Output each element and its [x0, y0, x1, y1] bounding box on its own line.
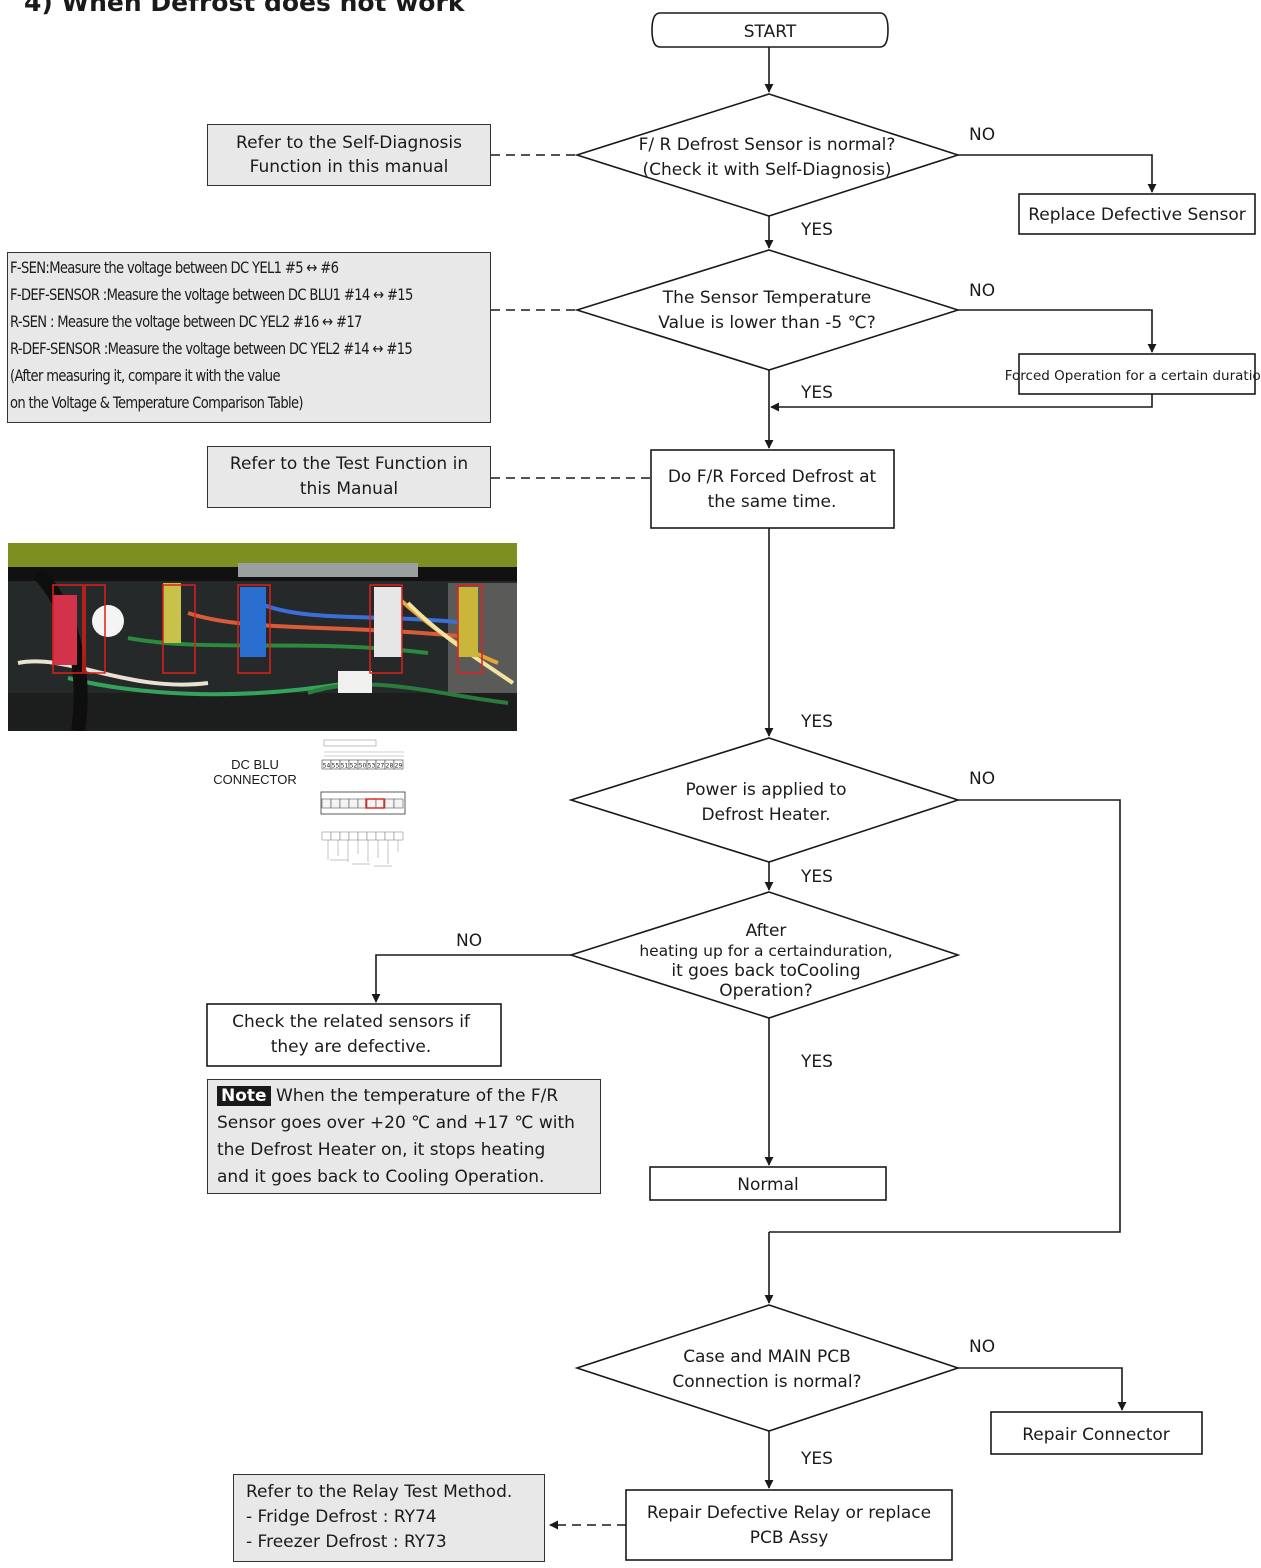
yes-label: YES	[800, 1449, 833, 1469]
connector-bottom-row	[321, 831, 404, 841]
process-repair-relay	[625, 1489, 953, 1561]
connector-pin	[384, 798, 395, 809]
voltage-measurement-note: F-SEN:Measure the voltage between DC YEL…	[7, 252, 491, 423]
d3-line1: Power is applied to	[686, 780, 847, 800]
connector-pin	[375, 831, 386, 841]
relay-line1: Repair Defective Relay or replace	[647, 1503, 931, 1523]
connector-pin-number: 27	[377, 763, 385, 770]
connector-middle-row	[320, 791, 406, 815]
yes-label: YES	[800, 220, 833, 240]
forced-op-label: Forced Operation for a certain duration	[1005, 368, 1261, 384]
defrost-note: Note When the temperature of the F/R Sen…	[207, 1079, 601, 1194]
connector-label: DC BLU CONNECTOR	[213, 757, 297, 787]
d5-line2: Connection is normal?	[672, 1372, 861, 1392]
connector-pin	[339, 831, 350, 841]
d1-line1: F/ R Defrost Sensor is normal?	[639, 135, 896, 155]
connector-pin	[321, 798, 332, 809]
note-tag: Note	[217, 1086, 271, 1106]
connector-pin-number: 28	[386, 763, 394, 770]
yes-label: YES	[800, 867, 833, 887]
connector-pin-number: 29	[395, 763, 403, 770]
connector-pin	[393, 831, 404, 841]
replace-sensor-label: Replace Defective Sensor	[1028, 205, 1246, 225]
no-label: NO	[456, 931, 482, 951]
check-line1: Check the related sensors if	[232, 1012, 471, 1032]
d4-line3: it goes back toCooling	[671, 961, 860, 981]
connector-pin	[321, 831, 332, 841]
no-label: NO	[969, 769, 995, 789]
connector-pin-number: 53	[368, 763, 376, 770]
start-label: START	[744, 22, 797, 42]
yes-label: YES	[800, 383, 833, 403]
p1-line2: the same time.	[708, 492, 837, 512]
relay-line2: PCB Assy	[750, 1528, 829, 1548]
connector-pin	[366, 831, 377, 841]
repair-connector-label: Repair Connector	[1022, 1425, 1170, 1445]
yes-label: YES	[800, 712, 833, 732]
process-replace-sensor	[1018, 193, 1256, 235]
connector-pin-number: 52	[350, 763, 358, 770]
connector-pin	[366, 798, 377, 809]
connector-housing	[320, 791, 406, 815]
connector-pin	[357, 831, 368, 841]
connector-pin	[393, 798, 404, 809]
no-label: NO	[969, 125, 995, 145]
connector-pin	[393, 759, 404, 770]
connector-pin-number: 50	[359, 763, 367, 770]
normal-label: Normal	[737, 1175, 799, 1195]
decision-defrost-sensor	[574, 93, 961, 217]
process-normal	[649, 1166, 887, 1201]
connector-pin	[339, 798, 350, 809]
d1-line2: (Check it with Self-Diagnosis)	[642, 160, 891, 180]
decision-sensor-temperature	[574, 249, 961, 371]
self-diagnosis-reference: Refer to the Self-Diagnosis Function in …	[207, 124, 491, 186]
process-repair-connector	[990, 1411, 1203, 1455]
no-label: NO	[969, 1337, 995, 1357]
connector-pin	[348, 831, 359, 841]
test-function-reference: Refer to the Test Function in this Manua…	[207, 446, 491, 508]
process-forced-defrost	[650, 449, 895, 529]
connector-pin	[384, 831, 395, 841]
d2-line2: Value is lower than -5 ℃?	[658, 313, 875, 333]
process-check-sensors	[206, 1003, 502, 1067]
d3-line2: Defrost Heater.	[701, 805, 830, 825]
no-label: NO	[969, 281, 995, 301]
d4-line2: heating up for a certainduration,	[639, 942, 892, 960]
d4-line4: Operation?	[719, 981, 813, 1001]
yes-label: YES	[800, 1052, 833, 1072]
d2-line1: The Sensor Temperature	[662, 288, 871, 308]
relay-test-reference: Refer to the Relay Test Method. - Fridge…	[233, 1474, 545, 1562]
pcb-wiring-photo	[8, 543, 517, 731]
decision-power-applied	[568, 737, 961, 863]
decision-pcb-connection	[574, 1304, 961, 1432]
connector-pin-number: 55	[332, 763, 340, 770]
check-line2: they are defective.	[271, 1037, 432, 1057]
connector-pin	[330, 798, 341, 809]
d4-line1: After	[746, 921, 787, 941]
p1-line1: Do F/R Forced Defrost at	[668, 467, 877, 487]
connector-pin	[330, 831, 341, 841]
start-terminator	[651, 12, 889, 48]
d5-line1: Case and MAIN PCB	[683, 1347, 851, 1367]
connector-pin	[348, 798, 359, 809]
connector-pin-number: 54	[323, 763, 331, 770]
process-forced-operation	[1018, 353, 1256, 395]
page-title: 4) When Defrost does not work	[24, 0, 465, 17]
connector-pin-number: 51	[341, 763, 349, 770]
